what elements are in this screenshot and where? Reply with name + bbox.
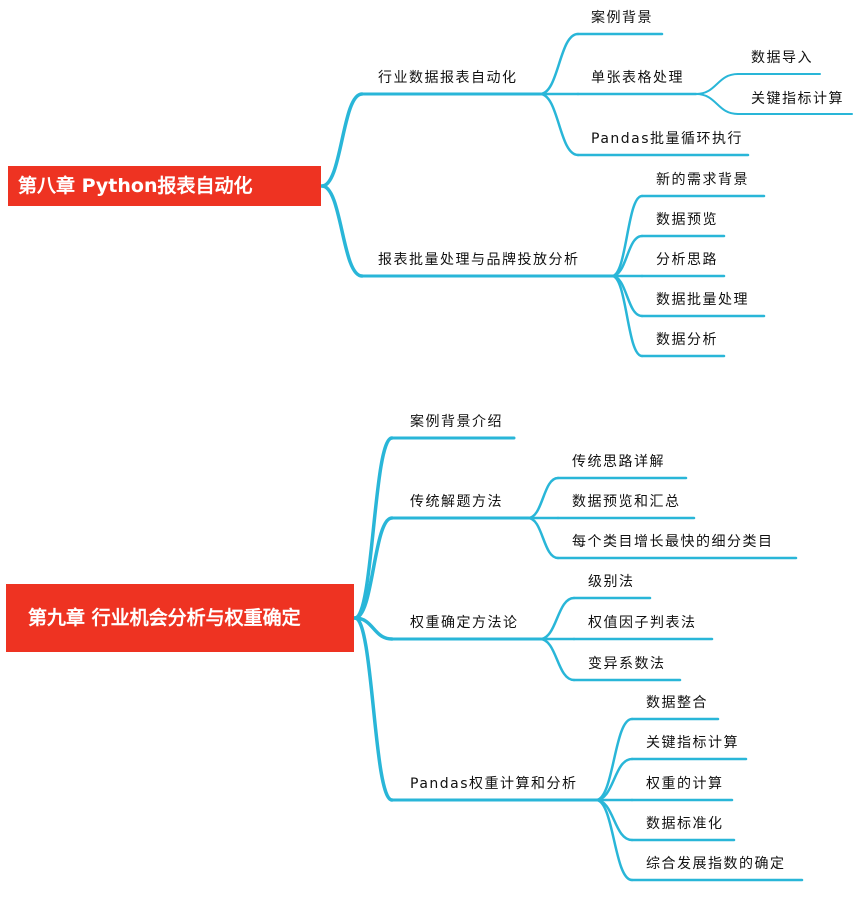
edge-root9-branch-0 — [353, 436, 394, 620]
edge-root9-branch-1 — [353, 516, 394, 620]
leaf-data-analysis: 数据分析 — [656, 332, 718, 348]
edge-method-child-0 — [538, 596, 576, 641]
branch-traditional-method: 传统解题方法 — [410, 494, 503, 510]
leaf-key-metric-calc-2: 关键指标计算 — [646, 735, 739, 751]
edge-root9-branch-3 — [353, 616, 394, 802]
leaf-batch-data-processing: 数据批量处理 — [656, 292, 749, 308]
leaf-new-requirement-background: 新的需求背景 — [656, 172, 749, 188]
edge-pandas-child-0 — [594, 717, 634, 802]
leaf-data-normalization: 数据标准化 — [646, 816, 724, 832]
edge-root9-branch-2 — [353, 616, 394, 641]
edge-trad-child-2 — [526, 516, 560, 560]
edge-trad-child-0 — [526, 476, 560, 520]
branch-case-background-intro: 案例背景介绍 — [410, 414, 503, 430]
edge-b1-case-background — [538, 32, 580, 96]
branch-batch-report-brand-analysis: 报表批量处理与品牌投放分析 — [378, 252, 580, 268]
edge-b1-pandas-loop — [538, 92, 580, 157]
leaf-traditional-approach-detail: 传统思路详解 — [572, 454, 665, 470]
leaf-composite-index: 综合发展指数的确定 — [646, 856, 786, 872]
leaf-coefficient-of-variation: 变异系数法 — [588, 656, 666, 672]
leaf-key-metric-calc: 关键指标计算 — [751, 91, 844, 107]
branch-pandas-weight-calc: Pandas权重计算和分析 — [410, 776, 578, 792]
edge-pandas-child-3 — [594, 798, 634, 842]
leaf-weight-calc: 权重的计算 — [646, 776, 724, 792]
leaf-data-import: 数据导入 — [751, 50, 813, 66]
root-chapter-8: 第八章 Python报表自动化 — [8, 166, 321, 206]
leaf-fastest-growing-subcategory: 每个类目增长最快的细分类目 — [572, 534, 774, 550]
leaf-weight-factor-judgment: 权值因子判表法 — [588, 615, 697, 631]
edge-root8-branch1 — [320, 92, 364, 188]
leaf-analysis-approach: 分析思路 — [656, 252, 718, 268]
edge-method-child-2 — [538, 637, 576, 682]
edge-b2-child-4 — [610, 274, 644, 358]
node-single-table-processing: 单张表格处理 — [591, 70, 684, 86]
edge-pandas-child-4 — [594, 798, 634, 882]
edge-root8-branch2 — [320, 184, 364, 278]
branch-weight-methodology: 权重确定方法论 — [410, 615, 519, 631]
edge-single-table-import — [695, 73, 739, 95]
branch-industry-report-automation: 行业数据报表自动化 — [378, 70, 518, 86]
leaf-rank-method: 级别法 — [588, 574, 635, 590]
root-chapter-9: 第九章 行业机会分析与权重确定 — [6, 584, 354, 652]
leaf-data-preview: 数据预览 — [656, 212, 718, 228]
leaf-pandas-batch-loop: Pandas批量循环执行 — [591, 131, 744, 147]
leaf-data-preview-summary: 数据预览和汇总 — [572, 494, 681, 510]
leaf-data-integration: 数据整合 — [646, 695, 708, 711]
leaf-case-background: 案例背景 — [591, 10, 653, 26]
edge-single-table-metrics — [695, 93, 739, 115]
